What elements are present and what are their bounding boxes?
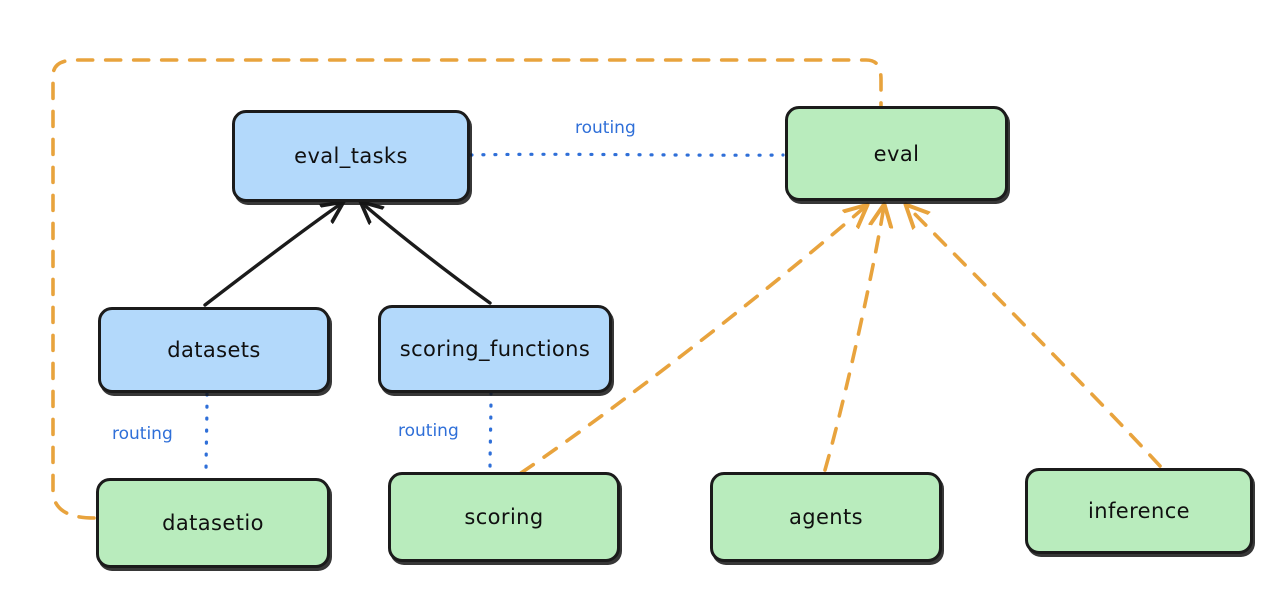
edge-scoring-functions-to-eval-tasks — [362, 203, 492, 305]
node-label-datasetio: datasetio — [162, 511, 264, 535]
node-eval[interactable]: eval — [785, 106, 1008, 201]
node-label-scoring-functions: scoring_functions — [399, 337, 591, 361]
edge-datasetio-to-eval — [51, 58, 881, 520]
node-label-agents: agents — [788, 505, 863, 529]
edge-routing-datasets-to-datasetio — [204, 392, 209, 479]
edge-label-routing-scoring: routing — [398, 421, 459, 441]
edge-routing-eval-tasks-to-eval — [469, 152, 785, 157]
node-label-datasets: datasets — [167, 338, 261, 362]
node-label-eval: eval — [873, 141, 920, 166]
node-eval-tasks[interactable]: eval_tasks — [232, 110, 470, 202]
edge-inference-to-eval — [907, 206, 1162, 468]
edge-scoring-to-eval — [519, 206, 866, 475]
node-agents[interactable]: agents — [710, 472, 942, 562]
node-label-eval-tasks: eval_tasks — [294, 144, 408, 168]
node-scoring[interactable]: scoring — [388, 472, 620, 562]
node-datasetio[interactable]: datasetio — [96, 478, 330, 568]
edge-agents-to-eval — [823, 206, 884, 472]
edge-datasets-to-eval-tasks — [203, 203, 342, 307]
node-label-scoring: scoring — [464, 505, 544, 529]
node-scoring-functions[interactable]: scoring_functions — [378, 305, 612, 393]
edge-routing-scoring-functions-to-scoring — [488, 391, 493, 473]
edge-label-routing-datasets: routing — [112, 424, 173, 444]
edge-label-routing-eval: routing — [575, 118, 636, 138]
node-label-inference: inference — [1088, 499, 1190, 523]
node-inference[interactable]: inference — [1025, 468, 1253, 554]
node-datasets[interactable]: datasets — [98, 307, 330, 393]
